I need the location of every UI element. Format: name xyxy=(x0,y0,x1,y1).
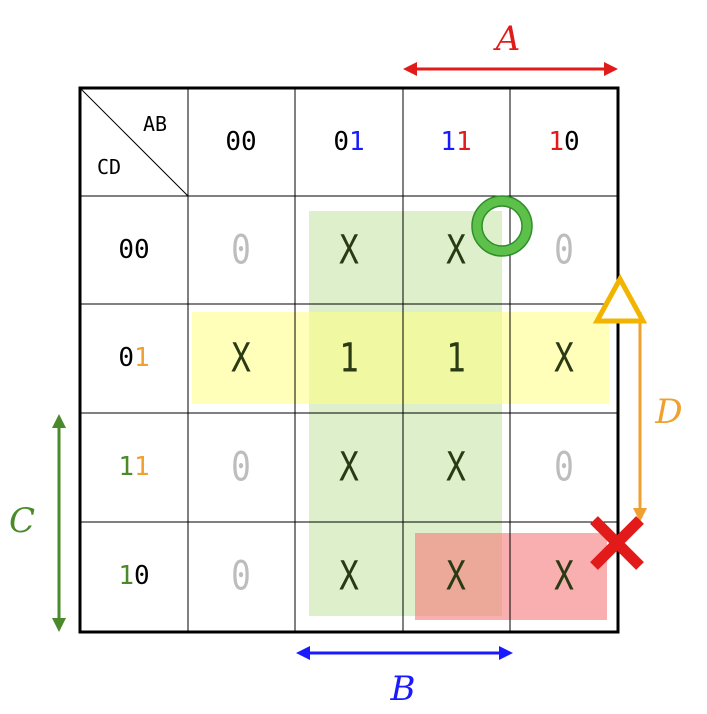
col-header: 10 xyxy=(548,127,579,157)
variable-d-label: D xyxy=(654,392,682,432)
kmap-cell: X xyxy=(446,226,466,273)
variable-d-arrow xyxy=(633,312,647,522)
group-yellow-horizontal xyxy=(192,312,609,404)
row-header: 10 xyxy=(118,561,149,591)
kmap-cell: 1 xyxy=(339,334,359,381)
variable-b-arrow xyxy=(296,646,513,660)
kmap-cell: X xyxy=(339,552,359,599)
row-header: 00 xyxy=(118,235,149,265)
row-header-part: 1 xyxy=(118,561,134,591)
col-header: 11 xyxy=(440,127,471,157)
col-header-part: 00 xyxy=(225,127,256,157)
yellow-triangle-marker xyxy=(592,273,648,324)
variable-b-label: B xyxy=(390,669,416,709)
col-header-part: 0 xyxy=(564,127,580,157)
col-header-part: 1 xyxy=(440,127,456,157)
kmap-cell: 0 xyxy=(231,443,251,490)
kmap-grid xyxy=(78,86,620,634)
variable-a-label: A xyxy=(493,19,521,59)
row-header-part: 1 xyxy=(118,452,134,482)
row-header-part: 00 xyxy=(118,235,149,265)
row-header-part: 0 xyxy=(134,561,150,591)
row-header-part: 0 xyxy=(118,343,134,373)
group-red-corner xyxy=(415,533,607,620)
kmap-cell: X xyxy=(231,334,251,381)
kmap-cell: 0 xyxy=(231,552,251,599)
kmap-cell: 0 xyxy=(554,226,574,273)
kmap-cell: 1 xyxy=(446,334,466,381)
kmap-cell: X xyxy=(339,226,359,273)
kmap-cell: 0 xyxy=(231,226,251,273)
kmap-cell: 0 xyxy=(554,443,574,490)
green-circle-marker xyxy=(471,195,533,257)
col-header: 01 xyxy=(333,127,364,157)
kmap-cell: X xyxy=(339,443,359,490)
corner-diagonal xyxy=(79,87,189,197)
col-header-part: 1 xyxy=(349,127,365,157)
row-header-part: 1 xyxy=(134,452,150,482)
row-header: 11 xyxy=(118,452,149,482)
variable-a-arrow xyxy=(403,62,618,76)
row-header-part: 1 xyxy=(134,343,150,373)
kmap-cell: X xyxy=(446,443,466,490)
variable-c-arrow xyxy=(52,414,66,632)
row-variable-label: CD xyxy=(97,155,121,179)
kmap-cell: X xyxy=(446,552,466,599)
red-cross-marker xyxy=(590,516,644,570)
kmap-cell: X xyxy=(554,552,574,599)
col-header-part: 0 xyxy=(333,127,349,157)
variable-c-label: C xyxy=(9,501,35,541)
kmap-cell: X xyxy=(554,334,574,381)
col-variable-label: AB xyxy=(143,112,167,136)
col-header-part: 1 xyxy=(456,127,472,157)
col-header: 00 xyxy=(225,127,256,157)
col-header-part: 1 xyxy=(548,127,564,157)
row-header: 01 xyxy=(118,343,149,373)
